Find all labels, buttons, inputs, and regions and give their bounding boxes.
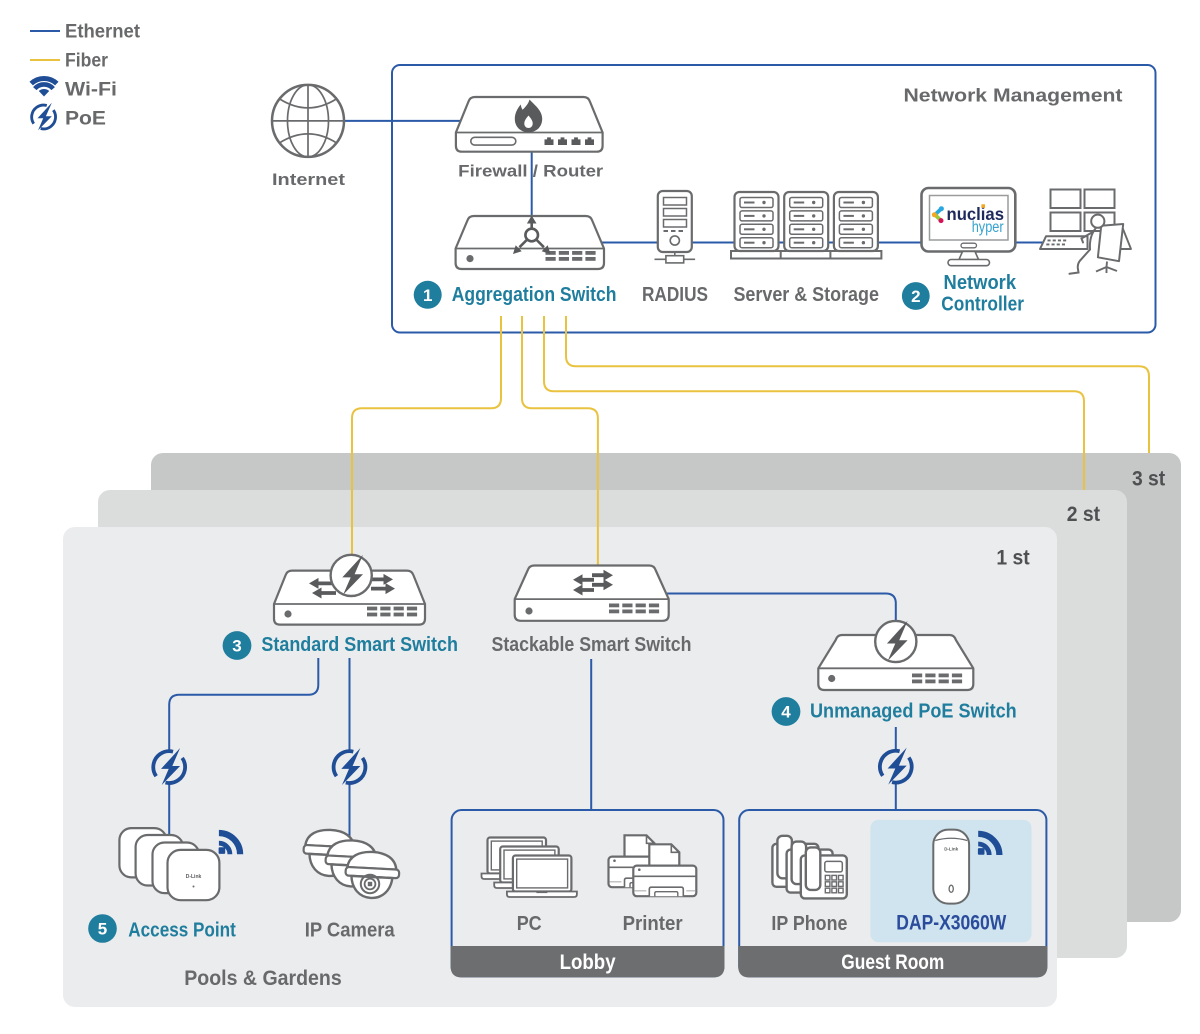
svg-text:4: 4 [781,703,791,722]
svg-text:Access Point: Access Point [128,920,236,942]
svg-text:Network Management: Network Management [904,85,1123,106]
svg-text:nuclias: nuclias [947,204,1005,224]
svg-text:Unmanaged PoE Switch: Unmanaged PoE Switch [810,701,1017,723]
svg-text:hyper: hyper [972,219,1004,236]
svg-text:Guest Room: Guest Room [841,950,944,974]
svg-text:3: 3 [232,637,241,656]
svg-text:Pools & Gardens: Pools & Gardens [184,967,342,990]
svg-text:Network: Network [944,272,1017,294]
svg-text:Firewall / Router: Firewall / Router [458,163,604,181]
svg-text:DAP-X3060W: DAP-X3060W [896,912,1006,935]
svg-text:3 st: 3 st [1132,466,1165,490]
svg-text:Fiber: Fiber [65,50,108,72]
svg-text:IP Camera: IP Camera [305,920,396,942]
svg-text:Wi-Fi: Wi-Fi [65,79,117,101]
svg-text:2: 2 [911,287,920,306]
svg-text:1 st: 1 st [996,546,1029,570]
svg-text:IP Phone: IP Phone [771,913,847,935]
svg-text:Internet: Internet [272,171,346,189]
svg-text:RADIUS: RADIUS [642,284,708,306]
svg-text:1: 1 [423,286,432,305]
svg-text:D-Link: D-Link [186,874,202,880]
svg-text:Lobby: Lobby [560,950,616,974]
svg-text:Standard Smart Switch: Standard Smart Switch [261,634,458,656]
svg-text:PC: PC [517,913,542,935]
svg-text:PoE: PoE [65,108,106,130]
svg-text:Server & Storage: Server & Storage [733,284,879,306]
svg-text:Ethernet: Ethernet [65,21,140,43]
svg-text:2 st: 2 st [1067,502,1100,526]
svg-text:5: 5 [98,920,107,939]
svg-text:Printer: Printer [623,913,683,935]
svg-text:Aggregation Switch: Aggregation Switch [452,284,617,306]
svg-text:Stackable Smart Switch: Stackable Smart Switch [492,634,692,656]
svg-text:Controller: Controller [941,294,1024,316]
svg-text:D-Link: D-Link [944,847,958,852]
